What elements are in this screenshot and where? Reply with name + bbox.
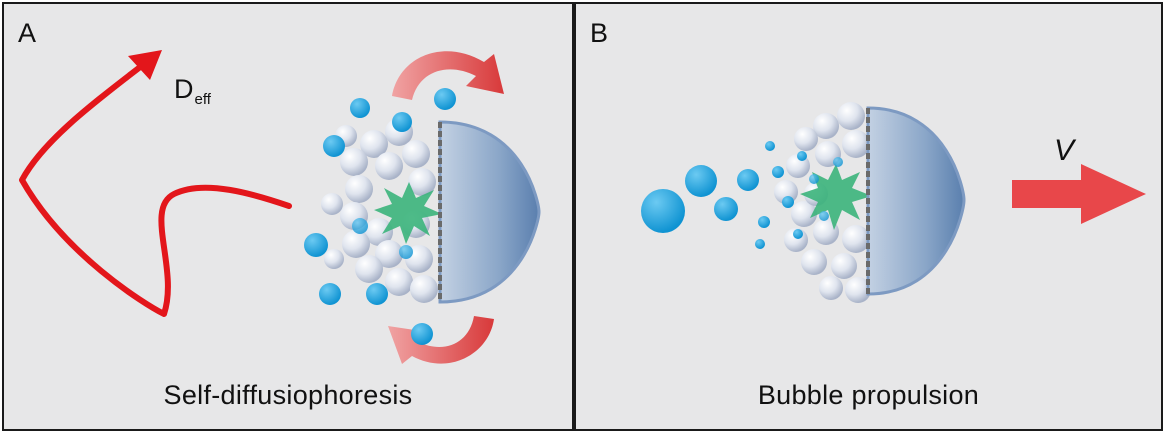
velocity-arrow — [1012, 164, 1146, 224]
fuel-molecules — [304, 88, 456, 345]
ejected-bubbles — [641, 141, 843, 249]
panel-b-bubble-propulsion: B V Bubble propulsion — [574, 2, 1163, 431]
diffusion-symbol: D — [174, 74, 194, 104]
catalyst-star — [374, 182, 442, 244]
panel-label-b: B — [590, 18, 609, 48]
panel-b-illustration — [641, 102, 1146, 303]
rotation-arrow-bottom — [388, 316, 494, 364]
trajectory-arrowhead — [128, 50, 162, 80]
effective-diffusion-label: Deff — [174, 74, 211, 108]
diffusion-subscript: eff — [194, 91, 211, 108]
caption-bubble-propulsion: Bubble propulsion — [757, 380, 980, 410]
panel-a-illustration — [19, 50, 541, 364]
janus-particle-cap — [866, 106, 966, 296]
panel-label-a: A — [18, 18, 37, 48]
caption-self-diffusiophoresis: Self-diffusiophoresis — [163, 380, 413, 410]
rotation-arrow-top — [392, 51, 504, 100]
random-walk-trajectory — [19, 61, 292, 317]
panel-a-self-diffusiophoresis: A Deff Self-diffusiophoresis — [2, 2, 574, 431]
janus-particle-cap — [438, 120, 541, 304]
velocity-label: V — [1054, 134, 1075, 167]
